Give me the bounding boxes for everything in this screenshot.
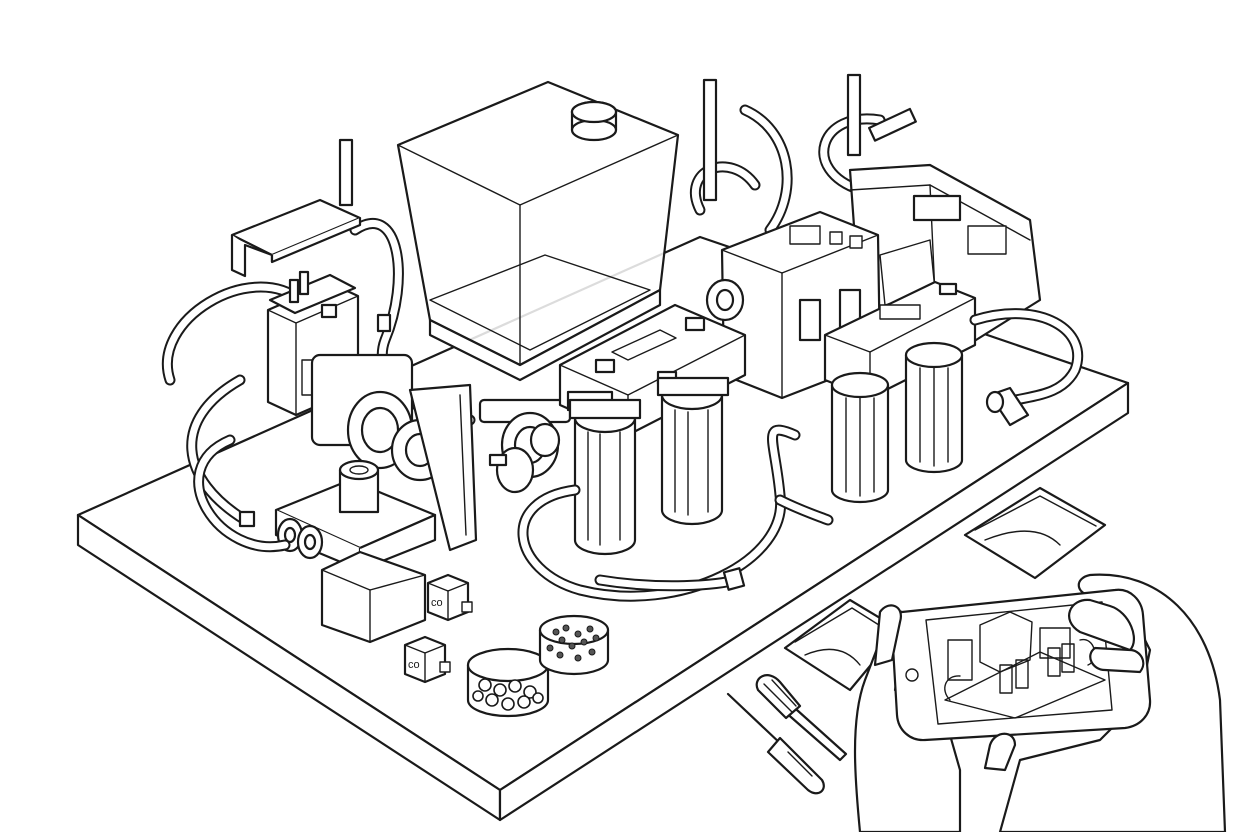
post-filter-pair bbox=[823, 280, 977, 504]
tubing-front bbox=[186, 308, 1084, 602]
fitting-label: co bbox=[431, 597, 443, 609]
fitting-box-lower: co bbox=[403, 635, 451, 684]
fitting-label: co bbox=[408, 659, 420, 671]
elbow-fitting bbox=[985, 386, 1030, 427]
screwdriver bbox=[726, 692, 825, 795]
cleaning-cloth-back bbox=[963, 486, 1107, 580]
left-pump-assembly bbox=[230, 198, 478, 644]
pre-filter-pair bbox=[558, 303, 747, 556]
vertical-pipes bbox=[338, 73, 917, 207]
fitting-box-upper: co bbox=[426, 573, 473, 622]
hands-holding-phone bbox=[853, 573, 1227, 832]
parts-cup-orings bbox=[466, 647, 550, 718]
parts-cup-beads bbox=[538, 614, 610, 676]
phone-screen-preview bbox=[944, 611, 1106, 719]
toothbrush bbox=[755, 674, 848, 762]
center-valve bbox=[478, 398, 572, 494]
storage-tank bbox=[396, 80, 680, 382]
small-fittings: co co bbox=[403, 573, 473, 684]
